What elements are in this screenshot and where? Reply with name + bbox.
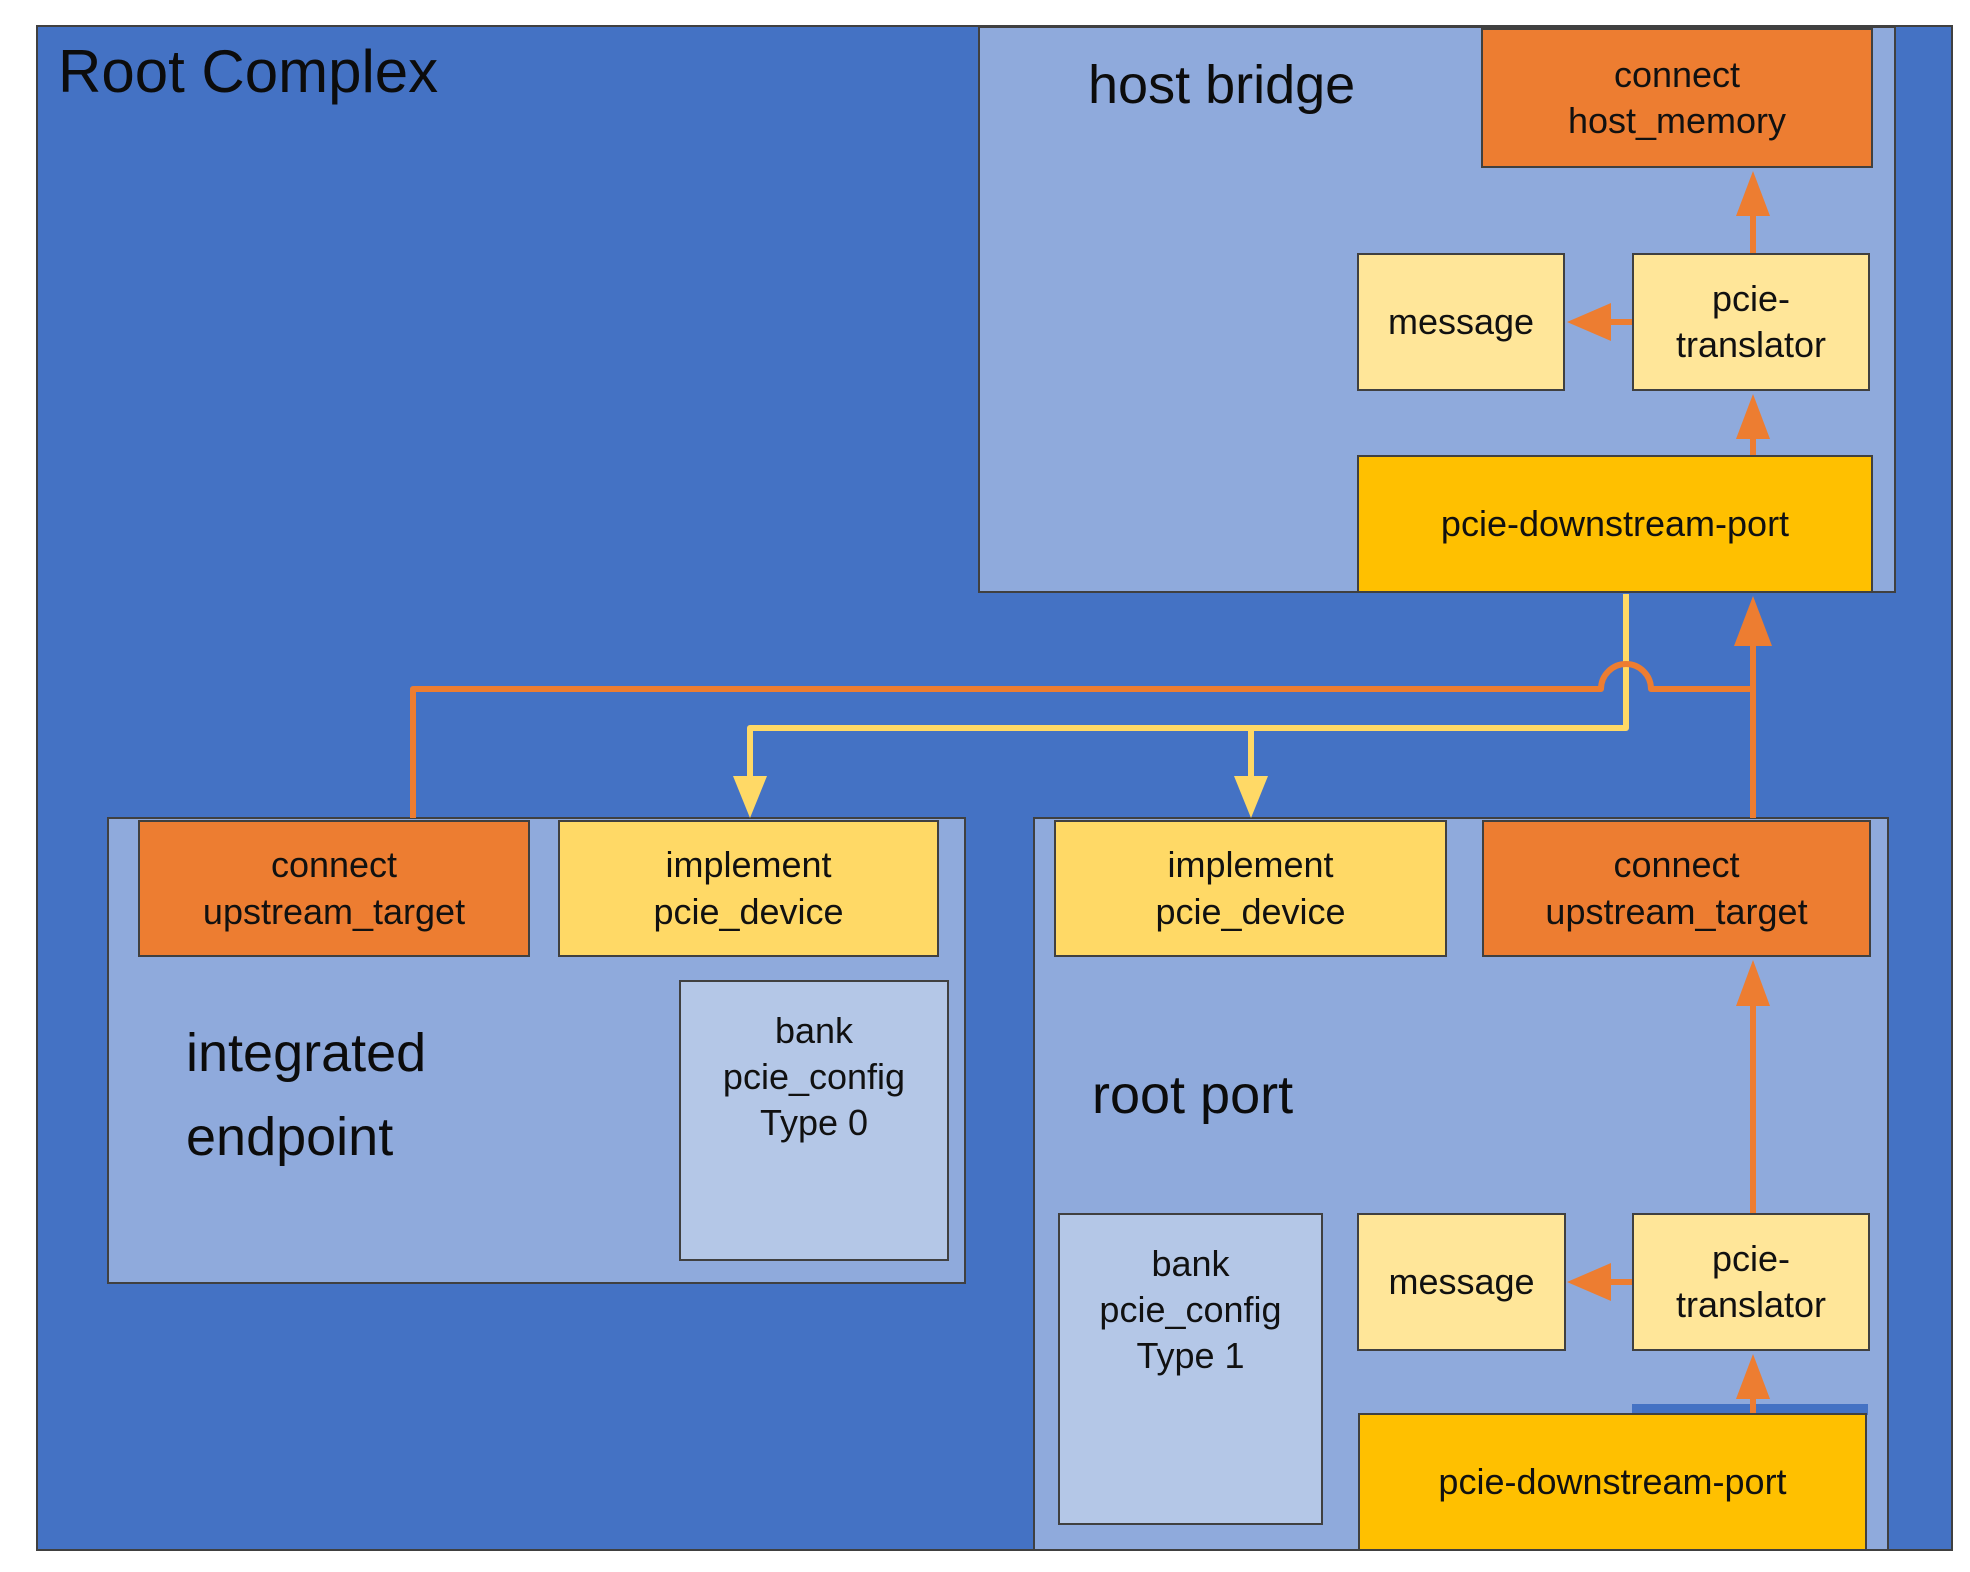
bank-pcie-config-type0-box: bank pcie_config Type 0: [679, 980, 949, 1261]
root-port-implement-pcie-device-box: implement pcie_device: [1054, 820, 1447, 957]
host-bridge-message-box: message: [1357, 253, 1565, 391]
integrated-endpoint-connect-upstream-target-box: connect upstream_target: [138, 820, 530, 957]
root-port-connect-upstream-target-label: connect upstream_target: [1545, 844, 1808, 932]
host-bridge-pcie-translator-label: pcie- translator: [1675, 277, 1827, 365]
root-port-implement-pcie-device-label: implement pcie_device: [1155, 844, 1346, 932]
bank-pcie-config-type1-box: bank pcie_config Type 1: [1058, 1213, 1323, 1525]
root-port-pcie-downstream-port-label: pcie-downstream-port: [1438, 1460, 1787, 1502]
root-port-title: root port: [1092, 1065, 1294, 1125]
root-complex-title: Root Complex: [58, 38, 439, 105]
bank-pcie-config-type1-label: bank pcie_config Type 1: [1099, 1243, 1282, 1377]
integrated-endpoint-implement-pcie-device-box: implement pcie_device: [558, 820, 939, 957]
root-port-message-box: message: [1357, 1213, 1566, 1351]
integrated-endpoint-title: integrated endpoint: [186, 1023, 427, 1167]
root-port-pcie-translator-box: pcie- translator: [1632, 1213, 1870, 1351]
integrated-endpoint-connect-upstream-target-label: connect upstream_target: [202, 844, 466, 932]
host-bridge-pcie-downstream-port-label: pcie-downstream-port: [1440, 502, 1790, 544]
root-port-message-label: message: [1388, 1260, 1535, 1302]
host-bridge-title: host bridge: [1088, 55, 1356, 115]
host-bridge-pcie-downstream-port-box: pcie-downstream-port: [1357, 455, 1873, 593]
host-bridge-pcie-translator-box: pcie- translator: [1632, 253, 1870, 391]
root-port-pcie-downstream-port-box: pcie-downstream-port: [1358, 1413, 1867, 1551]
host-bridge-message-label: message: [1387, 300, 1535, 342]
root-port-connect-upstream-target-box: connect upstream_target: [1482, 820, 1871, 957]
integrated-endpoint-implement-pcie-device-label: implement pcie_device: [653, 844, 844, 932]
connect-host-memory-label: connect host_memory: [1567, 53, 1787, 141]
root-port-pcie-translator-label: pcie- translator: [1675, 1237, 1827, 1325]
bank-pcie-config-type0-label: bank pcie_config Type 0: [722, 1010, 906, 1144]
connect-host-memory-box: connect host_memory: [1481, 28, 1873, 168]
